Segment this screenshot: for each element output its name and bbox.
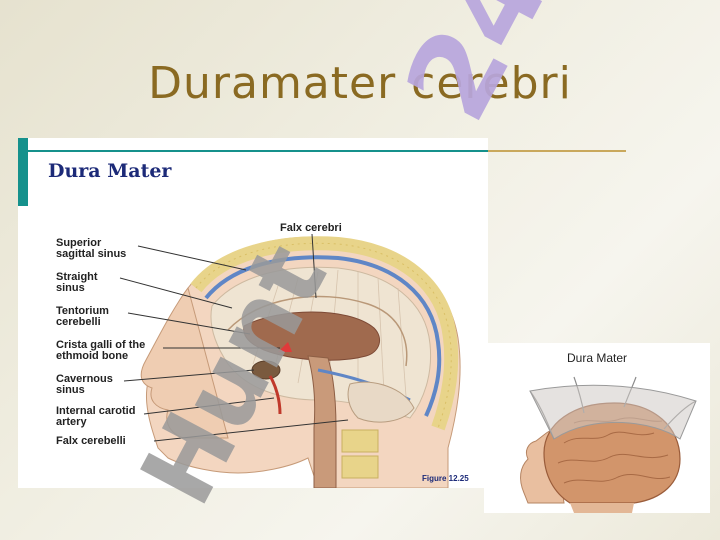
- dura-mater-figure: Dura Mater Falx cerebri Superior sagitta…: [18, 138, 488, 488]
- slide-title: Duramater cerebri: [148, 58, 572, 109]
- title-underline: [370, 150, 626, 152]
- label-falx-cerebri: Falx cerebri: [280, 222, 342, 234]
- label-line: Crista galli of the: [56, 339, 146, 351]
- figure-header-line: [28, 150, 488, 152]
- figure-number: Figure 12.25: [422, 474, 469, 483]
- label-line: ethmoid bone: [56, 350, 129, 362]
- label-crista-galli: Crista galli of the ethmoid bone: [56, 340, 145, 362]
- label-line: artery: [56, 416, 87, 428]
- label-line: sagittal sinus: [56, 248, 127, 260]
- label-line: sinus: [56, 384, 85, 396]
- label-internal-carotid-artery: Internal carotid artery: [56, 406, 135, 428]
- label-line: Superior: [56, 237, 102, 249]
- figure-title: Dura Mater: [48, 160, 172, 182]
- sagittal-head-illustration: [119, 233, 461, 488]
- label-line: sinus: [56, 282, 85, 294]
- label-line: Falx cerebelli: [56, 435, 126, 447]
- label-line: Internal carotid: [56, 405, 136, 417]
- label-superior-sagittal-sinus: Superior sagittal sinus: [56, 238, 126, 260]
- label-falx-cerebelli: Falx cerebelli: [56, 436, 126, 447]
- label-cavernous-sinus: Cavernous sinus: [56, 374, 113, 396]
- label-line: cerebelli: [56, 316, 101, 328]
- head-dura-illustration: [520, 376, 697, 513]
- label-line: Straight: [56, 271, 98, 283]
- figure-accent-bar: [18, 138, 28, 206]
- label-tentorium-cerebelli: Tentorium cerebelli: [56, 306, 109, 328]
- dura-mater-photo-figure: Dura Mater: [484, 343, 710, 513]
- label-straight-sinus: Straight sinus: [56, 272, 98, 294]
- label-line: Cavernous: [56, 373, 113, 385]
- second-figure-caption: Dura Mater: [566, 351, 628, 365]
- label-line: Tentorium: [56, 305, 109, 317]
